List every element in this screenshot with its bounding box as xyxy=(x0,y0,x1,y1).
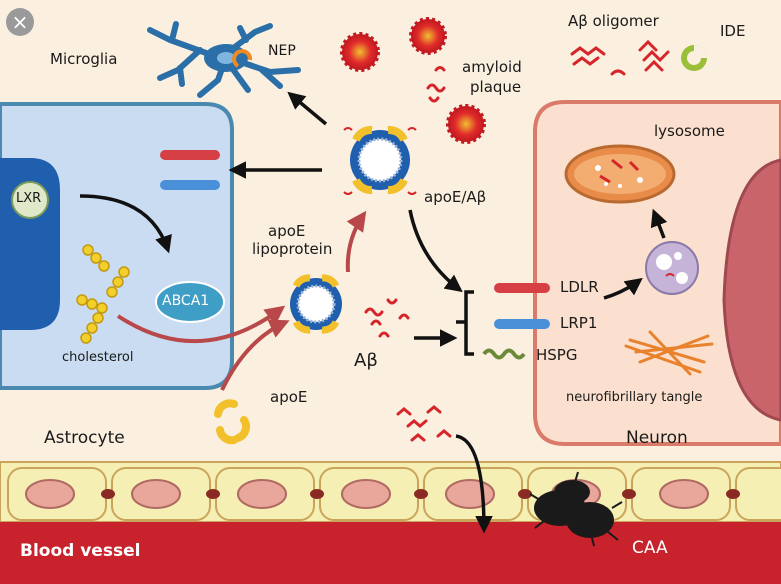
label-apoe-lipoprotein-2: lipoprotein xyxy=(252,240,333,258)
pathway-arrows-black xyxy=(79,91,668,534)
label-blood-vessel: Blood vessel xyxy=(20,541,141,561)
ab-oligomer-group xyxy=(570,39,670,76)
label-ide: IDE xyxy=(720,22,746,40)
microglia-nucleus xyxy=(217,52,235,64)
astrocyte-receptors xyxy=(160,150,220,190)
label-lysosome: lysosome xyxy=(654,122,725,140)
label-apoe: apoE xyxy=(270,388,308,406)
blood-vessel xyxy=(0,461,781,584)
ab-monomers-middle xyxy=(364,298,410,338)
arrow-apoe-to-lipoprotein xyxy=(220,319,290,391)
arrow-lipoprotein-to-complex xyxy=(345,210,367,273)
label-cholesterol: cholesterol xyxy=(62,350,134,365)
tight-junctions xyxy=(101,489,740,499)
arrow-lxr-to-abca1 xyxy=(79,194,172,254)
label-caa: CAA xyxy=(632,538,668,558)
arrow-complex-to-microglia xyxy=(287,91,328,126)
arrow-endosome-to-lysosome xyxy=(650,208,668,239)
label-nep: NEP xyxy=(268,43,296,59)
label-hspg: HSPG xyxy=(536,346,578,364)
lrp1-receptor xyxy=(494,319,550,329)
label-apoe-lipoprotein-1: apoE xyxy=(268,222,306,240)
apoe-ab-complex xyxy=(343,125,417,195)
label-lrp1: LRP1 xyxy=(560,314,598,332)
receptor-bracket xyxy=(456,290,474,356)
receptors xyxy=(482,283,550,360)
label-astrocyte: Astrocyte xyxy=(44,428,125,448)
ldlr-receptor xyxy=(494,283,550,293)
arrow-ab-to-vessel xyxy=(455,434,493,534)
label-ab-oligomer: Aβ oligomer xyxy=(568,12,659,30)
arrow-complex-to-receptors xyxy=(408,209,463,293)
caa-deposit xyxy=(529,471,623,547)
label-microglia: Microglia xyxy=(50,50,118,68)
label-amyloid: amyloid xyxy=(462,58,522,76)
label-neuron: Neuron xyxy=(626,428,688,448)
neurofibrillary-tangle xyxy=(624,330,714,376)
nep-enzyme xyxy=(232,49,253,68)
lxr-node xyxy=(11,181,49,219)
abca1-transporter xyxy=(155,281,225,323)
close-button[interactable]: × xyxy=(6,8,34,36)
label-abca1: ABCA1 xyxy=(162,293,210,309)
label-neurofibrillary-tangle: neurofibrillary tangle xyxy=(566,390,703,405)
label-apoe-ab: apoE/Aβ xyxy=(424,188,487,206)
astrocyte-cell xyxy=(0,102,234,390)
apoe-lipoprotein-particle xyxy=(290,274,342,334)
lysosome-organelle xyxy=(564,144,676,204)
label-plaque: plaque xyxy=(470,78,522,96)
ab-monomers-bottom xyxy=(396,405,452,442)
cholesterol-chains xyxy=(76,244,130,344)
ide-enzyme xyxy=(681,45,707,71)
label-lxr: LXR xyxy=(16,191,42,206)
label-ab: Aβ xyxy=(354,350,378,371)
arrow-receptors-to-endosome xyxy=(603,277,643,300)
apoe-free xyxy=(214,399,250,445)
microglia-cell xyxy=(147,21,301,98)
arrow-cholesterol-to-lipoprotein xyxy=(116,305,286,343)
pathway-arrows-red xyxy=(116,210,367,391)
endosome xyxy=(645,241,699,295)
ab-monomers-top xyxy=(426,66,446,103)
amyloid-plaques xyxy=(340,17,486,144)
label-ldlr: LDLR xyxy=(560,278,599,296)
hspg-receptor xyxy=(482,348,526,360)
